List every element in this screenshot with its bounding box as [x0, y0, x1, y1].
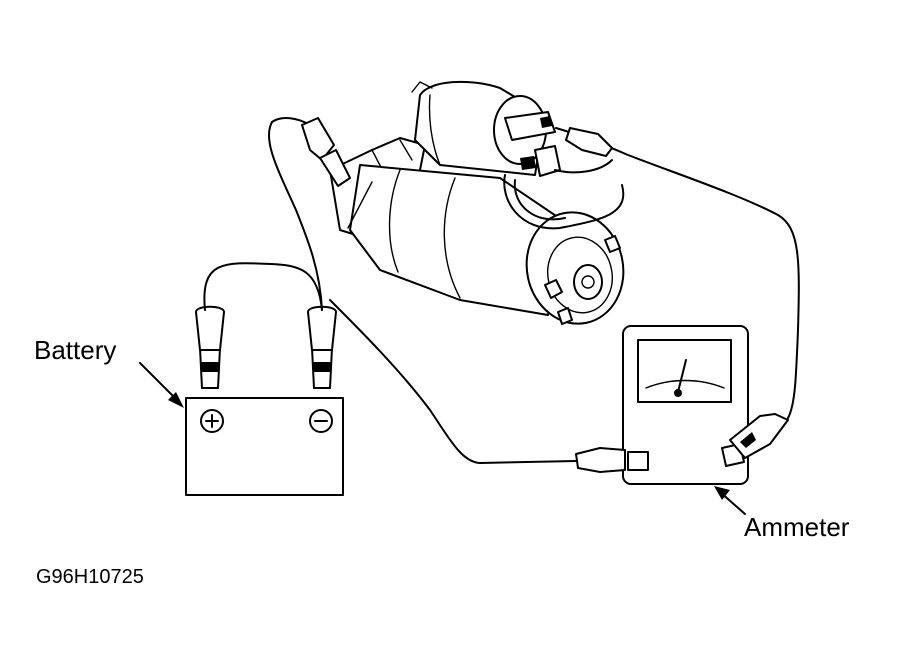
battery — [185, 305, 344, 496]
figure-code: G96H10725 — [36, 566, 144, 588]
pointer-arrows — [139, 362, 746, 515]
ammeter-label: Ammeter — [744, 512, 850, 542]
ammeter-arrow-icon — [714, 486, 730, 500]
starter-motor — [329, 80, 625, 325]
test-wires — [203, 117, 800, 464]
ammeter — [575, 325, 789, 485]
battery-label: Battery — [34, 335, 117, 365]
battery-arrow-icon — [168, 392, 184, 408]
